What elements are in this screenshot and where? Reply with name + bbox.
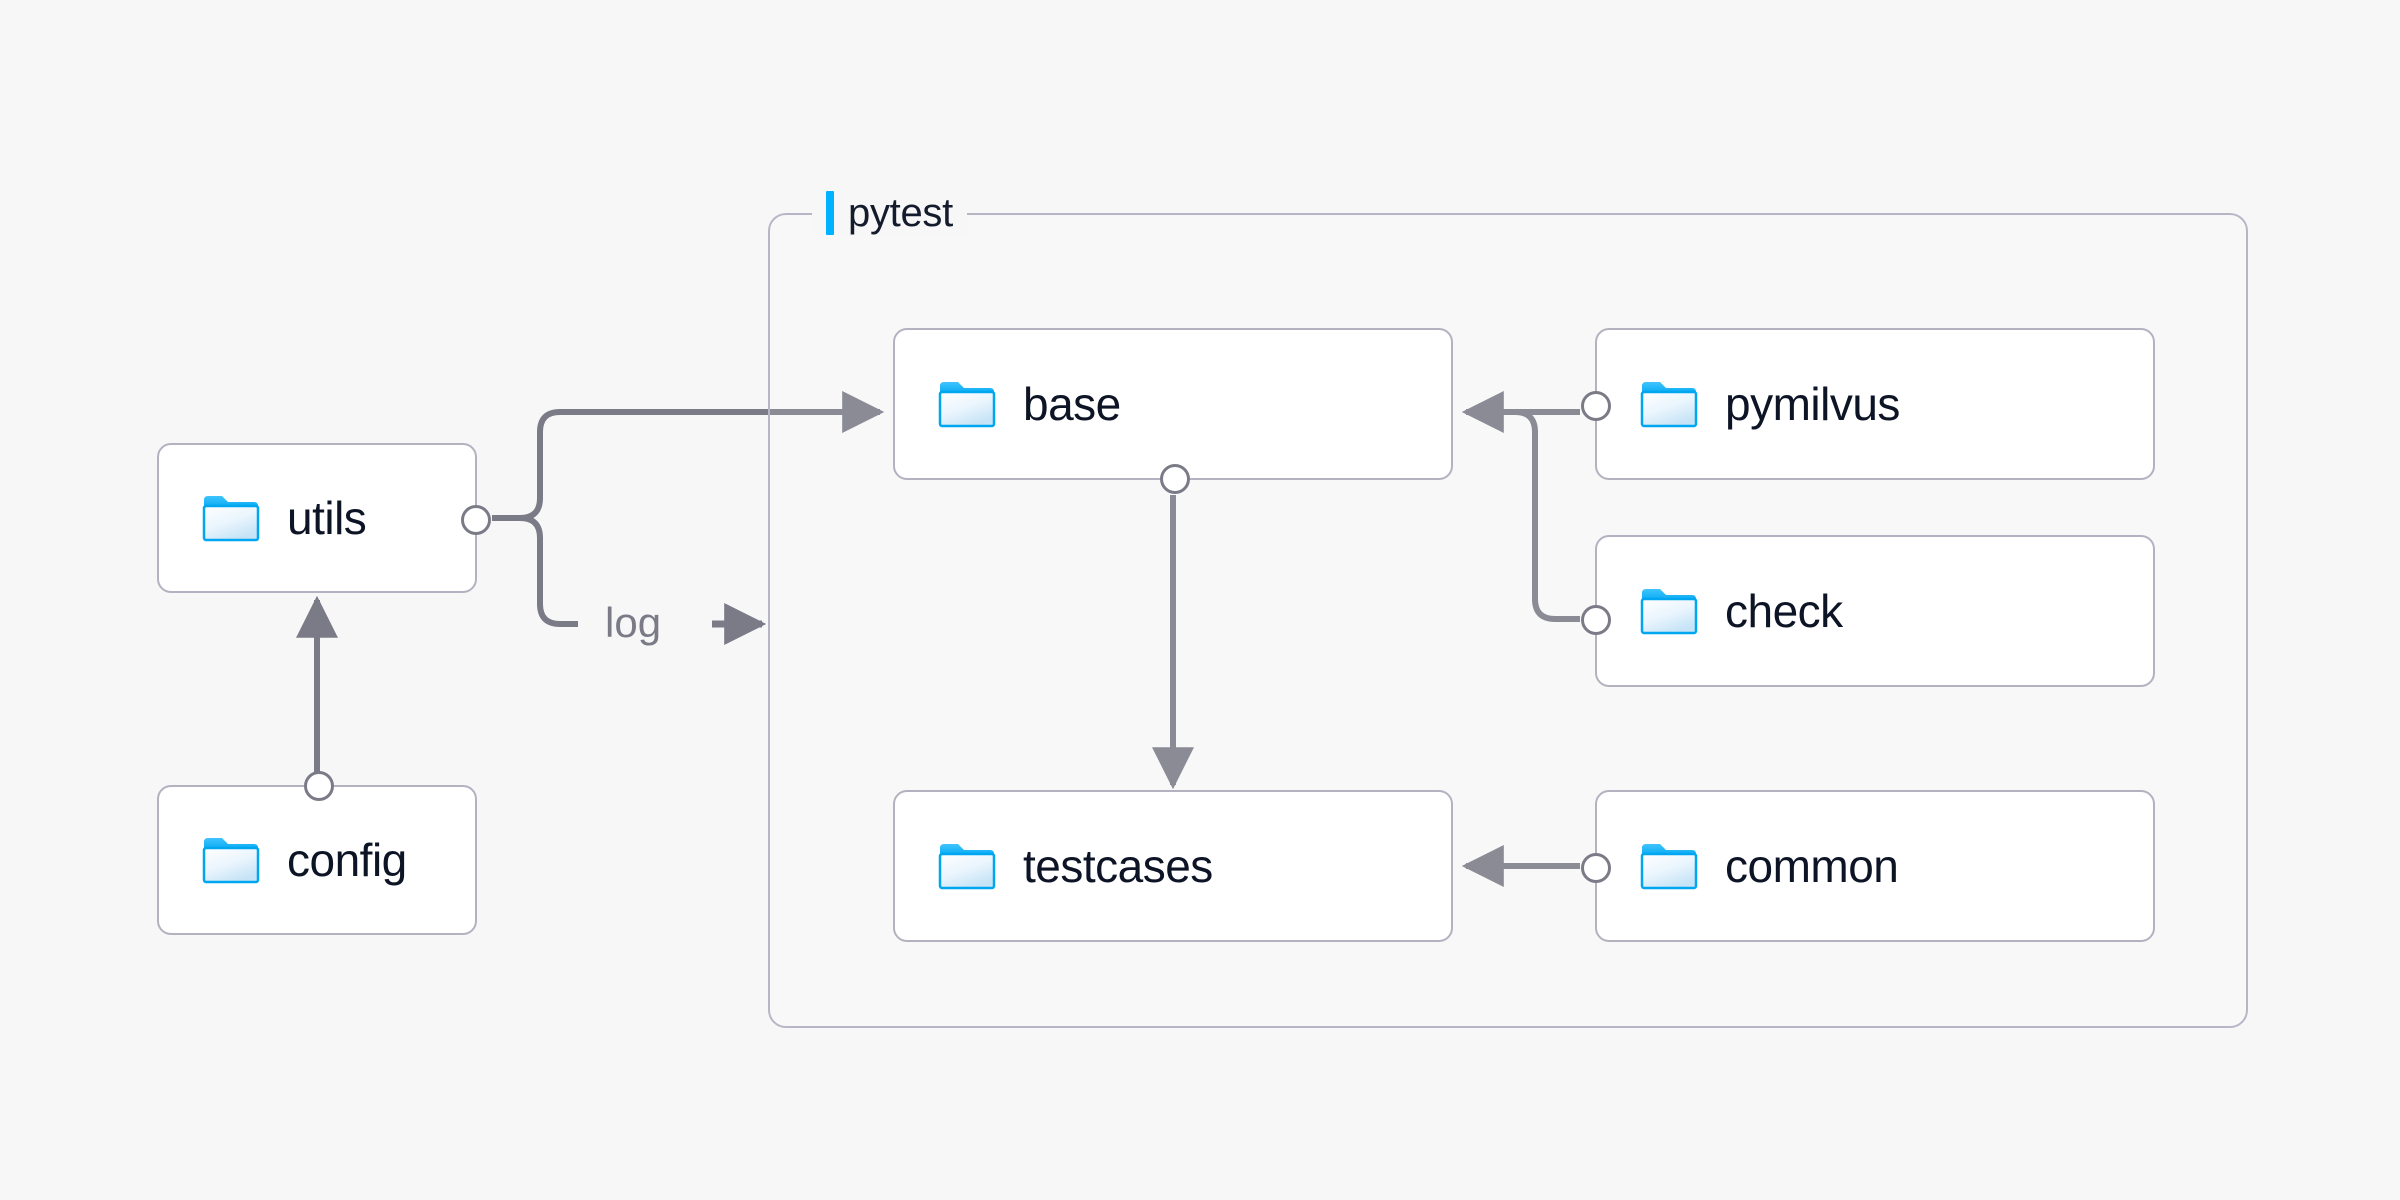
- node-config[interactable]: config: [157, 771, 477, 935]
- node-label: utils: [287, 492, 367, 544]
- node-label: testcases: [1023, 840, 1213, 892]
- port-left[interactable]: [1581, 391, 1611, 421]
- folder-icon: [1639, 379, 1699, 429]
- folder-icon: [1639, 841, 1699, 891]
- node-pymilvus[interactable]: pymilvus: [1581, 328, 2155, 480]
- port-left[interactable]: [1581, 853, 1611, 883]
- node-testcases[interactable]: testcases: [893, 790, 1453, 942]
- node-check[interactable]: check: [1581, 535, 2155, 687]
- port-bottom[interactable]: [1160, 464, 1190, 494]
- node-label: base: [1023, 378, 1121, 430]
- port-right[interactable]: [461, 505, 491, 535]
- node-label: pymilvus: [1725, 378, 1900, 430]
- folder-icon: [1639, 586, 1699, 636]
- group-accent-bar: [826, 191, 834, 235]
- folder-icon: [937, 841, 997, 891]
- group-label-text: pytest: [848, 191, 953, 235]
- node-label: check: [1725, 585, 1843, 637]
- node-label: common: [1725, 840, 1899, 892]
- group-pytest-label: pytest: [812, 190, 967, 236]
- edge-label-log: log: [605, 599, 662, 646]
- edge-utils-to-log: [492, 515, 578, 627]
- node-base[interactable]: base: [893, 328, 1453, 494]
- node-utils[interactable]: utils: [157, 443, 491, 593]
- node-label: config: [287, 834, 407, 886]
- folder-icon: [201, 493, 261, 543]
- port-left[interactable]: [1581, 605, 1611, 635]
- port-top[interactable]: [304, 771, 334, 801]
- folder-icon: [201, 835, 261, 885]
- folder-icon: [937, 379, 997, 429]
- node-common[interactable]: common: [1581, 790, 2155, 942]
